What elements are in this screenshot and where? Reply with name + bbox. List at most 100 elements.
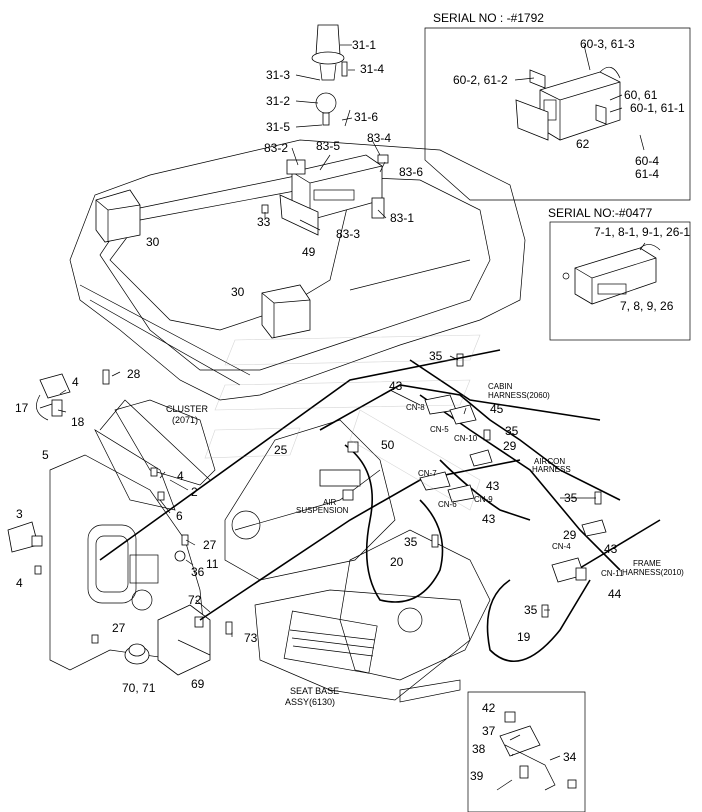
callout-60: 60, 61 [624,88,658,102]
note-air-suspension: AIR [323,498,337,507]
callout-4-bracket: 4 [16,576,23,590]
callout-43-top: 43 [389,379,403,393]
callout-35-right: 35 [564,491,578,505]
note-seat-base: SEAT BASE [290,686,339,696]
radio-unit-upper [515,66,645,151]
callout-35-low: 35 [524,603,538,617]
callout-25: 25 [274,443,288,457]
callout-38: 38 [472,742,486,756]
cn7-label: CN-7 [418,469,437,478]
serial-box-upper [424,27,691,201]
callout-27-lower: 27 [112,621,126,635]
callout-31-2: 31-2 [266,94,290,108]
work-light-front [95,189,141,243]
callout-61-4: 61-4 [635,167,659,181]
cn11-label: CN-11 [601,569,624,578]
callout-31-4: 31-4 [360,62,384,76]
harness-connectors [319,394,607,583]
callout-83-6: 83-6 [399,165,423,179]
callout-37: 37 [482,724,496,738]
operator-seat [224,419,491,681]
note-frame: FRAME [633,559,661,568]
leader-lines [39,44,646,761]
cn10-label: CN-10 [454,434,478,443]
callout-35-seat: 35 [404,535,418,549]
note-seat-code: ASSY(6130) [285,697,335,707]
radio-unit-lower [562,244,661,305]
callout-33: 33 [257,215,271,229]
cn6-label: CN-6 [438,500,457,509]
cn5-label: CN-5 [430,425,449,434]
callout-45: 45 [490,402,504,416]
hardware-bolts [34,204,602,644]
note-cabin-code: HARNESS(2060) [488,391,550,400]
callout-19: 19 [517,630,531,644]
bracket-69 [157,604,211,676]
note-air-suspension-2: SUSPENSION [296,506,349,515]
callout-5: 5 [42,448,49,462]
assembly-notes: CLUSTER (2071) CABIN HARNESS(2060) AIRCO… [166,382,684,707]
callout-labels: 31-1 31-3 31-4 31-2 31-5 31-6 83-4 83-2 … [15,37,690,783]
callout-60-3: 60-3, 61-3 [580,37,635,51]
note-aircon: AIRCON [534,457,565,466]
callout-4-cluster: 4 [177,469,184,483]
serial-box-lower [549,221,691,341]
callout-31-6: 31-6 [354,110,378,124]
serial-title-lower: SERIAL NO:-#0477 [548,206,653,220]
callout-60-1: 60-1, 61-1 [630,101,685,115]
callout-69: 69 [191,677,205,691]
note-frame-code: HARNESS(2010) [622,568,684,577]
callout-83-3: 83-3 [336,227,360,241]
callout-6: 6 [176,509,183,523]
callout-31-3: 31-3 [266,68,290,82]
cluster-panel [94,399,216,511]
callout-83-2: 83-2 [264,141,288,155]
callout-50: 50 [381,438,395,452]
note-cluster: CLUSTER [166,404,209,414]
callout-49: 49 [302,245,316,259]
rotary-knob [124,643,150,665]
callout-44: 44 [608,587,622,601]
watermark [204,334,481,511]
detail-box-bottom [467,691,586,812]
callout-31-5: 31-5 [266,120,290,134]
callout-7-1: 7-1, 8-1, 9-1, 26-1 [594,225,690,239]
switch-assembly [7,373,71,553]
callout-60-2: 60-2, 61-2 [453,73,508,87]
note-cabin: CABIN [488,382,513,391]
serial-title-upper: SERIAL NO : -#1792 [433,11,544,25]
callout-34: 34 [563,750,577,764]
callout-4-switch: 4 [72,375,79,389]
callout-35-top: 35 [429,349,443,363]
callout-2: 2 [191,485,198,499]
cab-roof [69,139,526,401]
callout-39: 39 [470,769,484,783]
seat-base [254,589,471,703]
cn4-label: CN-4 [552,542,571,551]
callout-62: 62 [576,137,590,151]
callout-43-low: 43 [482,512,496,526]
callout-30-rear: 30 [231,285,245,299]
callout-17: 17 [15,401,29,415]
callout-43-right: 43 [604,542,618,556]
callout-27-upper: 27 [203,538,217,552]
callout-30-front: 30 [146,235,160,249]
note-cluster-code: (2071) [172,415,198,425]
callout-18: 18 [71,415,85,429]
callout-36: 36 [191,565,205,579]
callout-60-4: 60-4 [635,154,659,168]
callout-35-mid: 35 [505,424,519,438]
callout-3: 3 [16,507,23,521]
callout-29-top: 29 [503,439,517,453]
beacon-lamp [311,24,351,127]
callout-83-5: 83-5 [316,139,340,153]
callout-42: 42 [482,701,496,715]
callout-73: 73 [244,631,258,645]
roof-radio [279,154,389,236]
callout-31-1: 31-1 [352,38,376,52]
cn9-label: CN-9 [474,495,493,504]
callout-72: 72 [188,593,202,607]
connector-labels: CN-8 CN-5 CN-10 CN-7 CN-6 CN-9 CN-4 CN-1… [406,403,624,578]
callout-43-mid: 43 [486,479,500,493]
